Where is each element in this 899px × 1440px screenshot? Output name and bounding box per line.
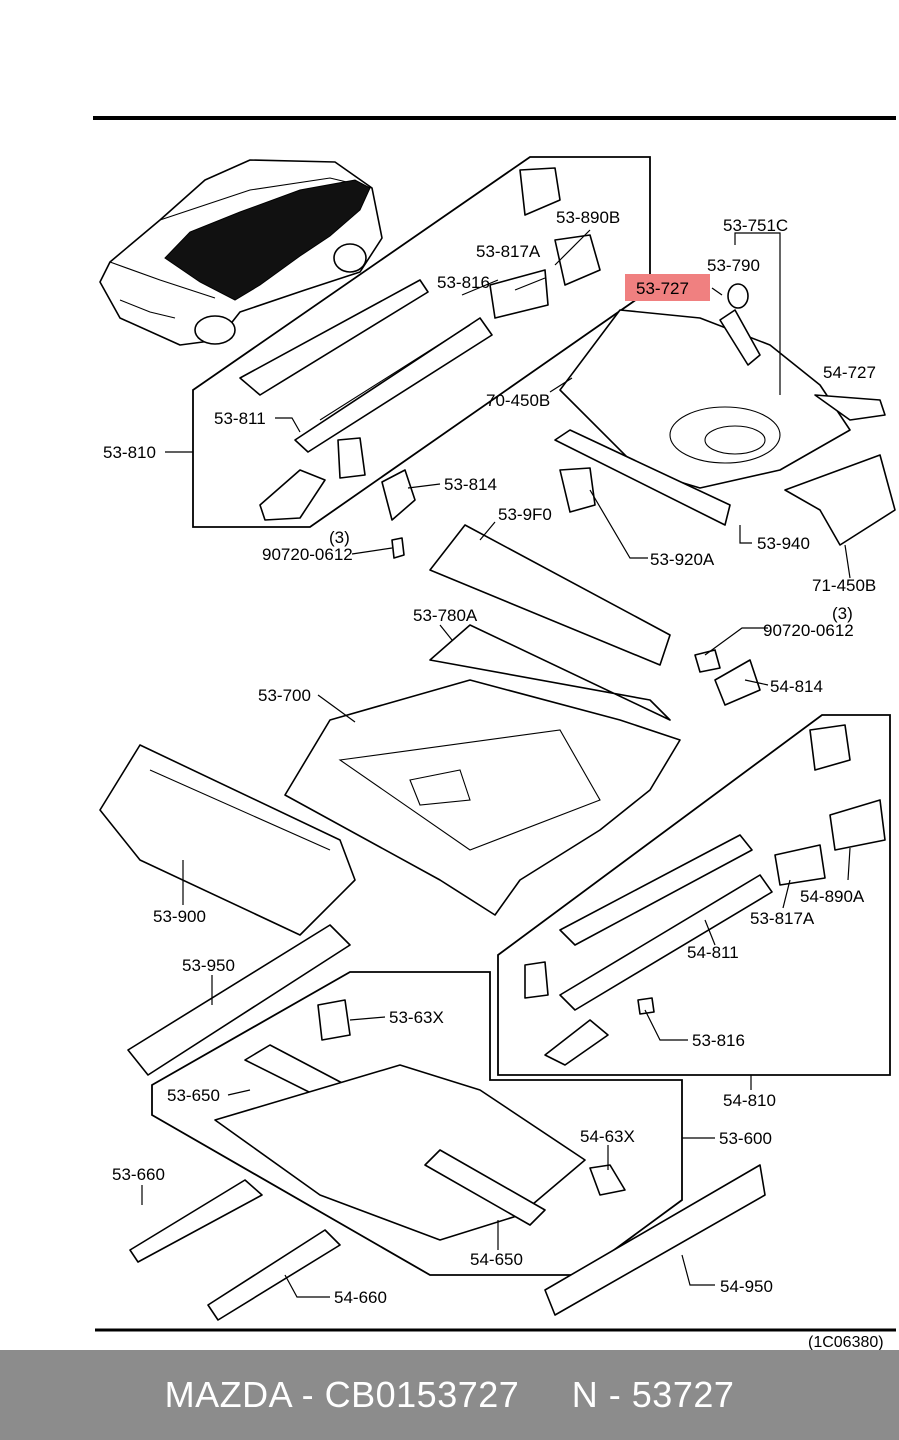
label-54-650: 54-650: [470, 1250, 523, 1269]
part-53-920A: [559, 467, 596, 513]
drawing-code: (1C06380): [808, 1334, 884, 1350]
label-53-600: 53-600: [719, 1129, 772, 1148]
label-90720-0612-left: 90720-0612: [262, 545, 353, 564]
label-53-920A: 53-920A: [650, 550, 715, 569]
label-53-950: 53-950: [182, 956, 235, 975]
bolt-90720-0612-right: [694, 649, 721, 673]
label-53-940: 53-940: [757, 534, 810, 553]
label-qty-right: (3): [832, 604, 853, 623]
label-53-63X: 53-63X: [389, 1008, 444, 1027]
part-71-450B: [784, 454, 896, 546]
leader-lines: [141, 229, 851, 1298]
label-53-727: 53-727: [636, 279, 689, 298]
label-53-814: 53-814: [444, 475, 497, 494]
part-54-660: [207, 1229, 341, 1321]
part-54-650: [424, 1149, 546, 1226]
label-54-814: 54-814: [770, 677, 823, 696]
part-53-900: [99, 744, 356, 936]
part-53-814: [381, 469, 416, 521]
label-53-790: 53-790: [707, 256, 760, 275]
label-53-816-right: 53-816: [692, 1031, 745, 1050]
label-90720-0612-right: 90720-0612: [763, 621, 854, 640]
part-53-780A: [429, 624, 671, 721]
label-53-816: 53-816: [437, 273, 490, 292]
rear-floor-pan: [559, 283, 886, 489]
label-54-950: 54-950: [720, 1277, 773, 1296]
label-53-700: 53-700: [258, 686, 311, 705]
label-54-63X: 54-63X: [580, 1127, 635, 1146]
label-70-450B: 70-450B: [486, 391, 550, 410]
label-53-9F0: 53-9F0: [498, 505, 552, 524]
frame-53-600: [151, 971, 683, 1276]
label-54-810: 54-810: [723, 1091, 776, 1110]
label-53-780A: 53-780A: [413, 606, 478, 625]
part-54-811-group: [524, 724, 886, 1066]
label-54-890A: 54-890A: [800, 887, 865, 906]
label-53-900: 53-900: [153, 907, 206, 926]
part-53-940: [554, 429, 731, 526]
part-53-63X: [317, 999, 351, 1041]
label-53-660: 53-660: [112, 1165, 165, 1184]
label-53-817A: 53-817A: [476, 242, 541, 261]
footer-bar: MAZDA - CB0153727 N - 53727: [0, 1350, 899, 1440]
label-qty-left: (3): [329, 528, 350, 547]
label-53-751C: 53-751C: [723, 216, 788, 235]
part-54-63X: [589, 1164, 626, 1196]
label-53-650: 53-650: [167, 1086, 220, 1105]
bolt-90720-0612-left: [391, 537, 405, 559]
part-53-9F0: [429, 524, 671, 666]
label-54-727: 54-727: [823, 363, 876, 382]
part-53-700: [284, 679, 681, 916]
highlight-53-727: [625, 274, 710, 301]
part-54-950: [544, 1164, 766, 1316]
frame-54-810: [497, 714, 891, 1076]
callout-labels: 53-751C 53-790 53-727 54-727 70-450B 53-…: [103, 208, 884, 1350]
label-53-811: 53-811: [214, 409, 266, 428]
car-overview-illustration: [99, 159, 383, 346]
part-number-caption: MAZDA - CB0153727 N - 53727: [164, 1374, 735, 1415]
label-53-890B: 53-890B: [556, 208, 620, 227]
parts-diagram: 53-751C 53-790 53-727 54-727 70-450B 53-…: [93, 116, 896, 1350]
label-71-450B: 71-450B: [812, 576, 876, 595]
label-54-811: 54-811: [687, 943, 739, 962]
label-54-660: 54-660: [334, 1288, 387, 1307]
label-53-817A-right: 53-817A: [750, 909, 815, 928]
part-53-950: [127, 924, 351, 1076]
part-53-660: [129, 1179, 263, 1263]
label-53-810: 53-810: [103, 443, 156, 462]
part-54-814: [714, 659, 761, 706]
